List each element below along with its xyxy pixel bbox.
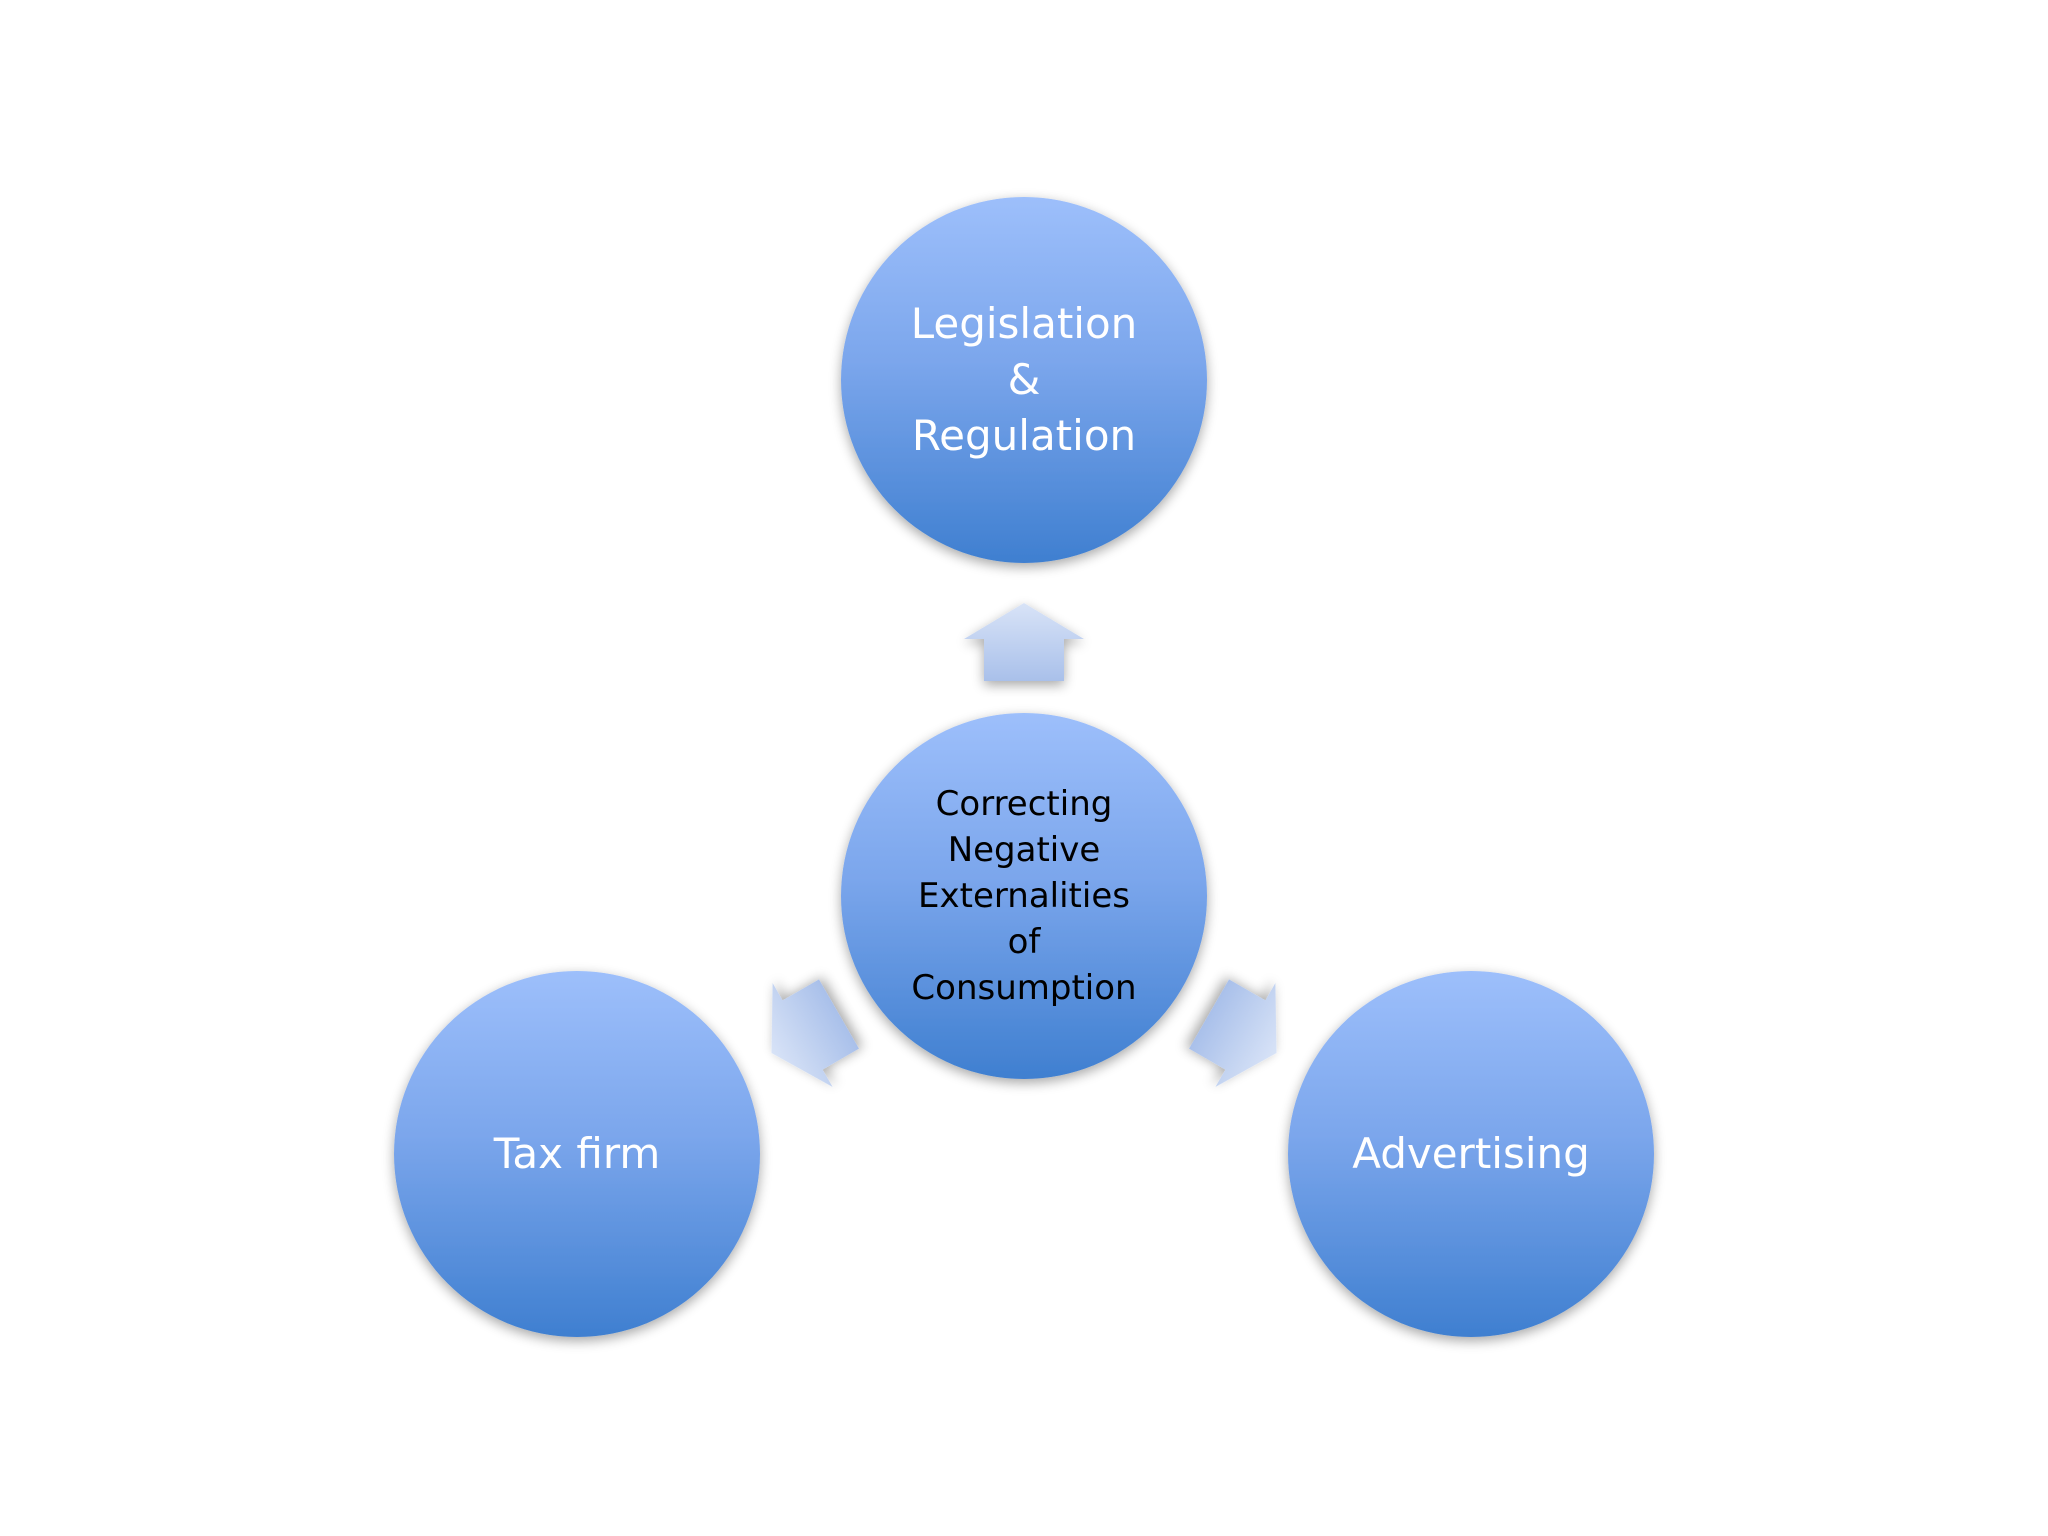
node-left-line-1: Tax firm (493, 1129, 661, 1178)
node-top-label: Legislation & Regulation (874, 230, 1174, 530)
node-top-line-1: Legislation (910, 299, 1138, 348)
node-center-line-4: of (1007, 922, 1041, 962)
node-center-line-5: Consumption (911, 968, 1137, 1008)
node-right-line-1: Advertising (1352, 1129, 1590, 1178)
node-right-label: Advertising (1321, 1004, 1621, 1304)
node-center-line-1: Correcting (935, 784, 1113, 824)
node-right-circle (1288, 971, 1654, 1337)
node-center-line-2: Negative (947, 830, 1101, 870)
arrow-to-left (771, 979, 859, 1087)
node-top-line-2: & (1007, 355, 1041, 404)
arrow-to-right (1189, 979, 1277, 1087)
node-center-label: Correcting Negative Externalities of Con… (874, 746, 1174, 1046)
node-left-label: Tax firm (427, 1004, 727, 1304)
node-left-circle (394, 971, 760, 1337)
node-center-circle (841, 713, 1207, 1079)
node-top-circle (841, 197, 1207, 563)
node-center-line-3: Externalities (918, 876, 1130, 916)
node-top-line-3: Regulation (911, 411, 1137, 460)
arrow-to-top (964, 603, 1084, 681)
